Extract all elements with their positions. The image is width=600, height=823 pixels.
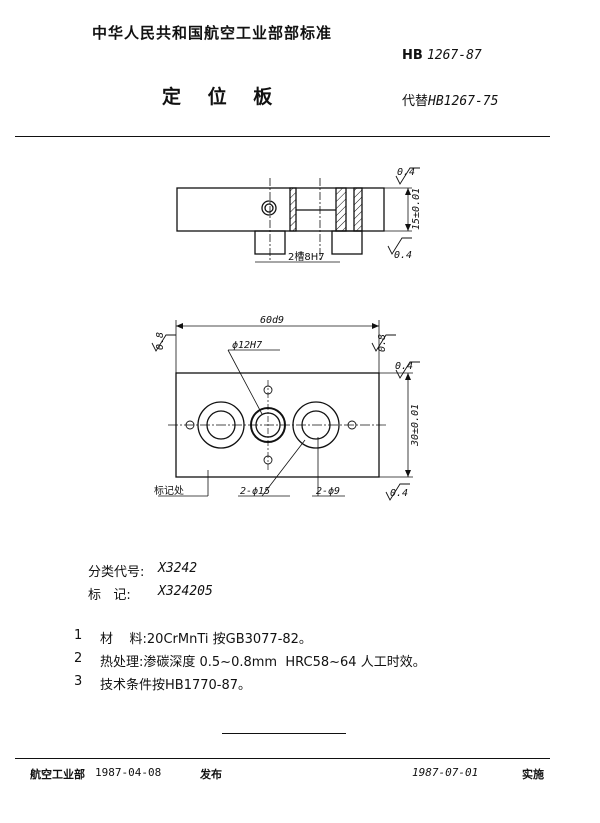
plan-view bbox=[151, 320, 420, 501]
note-1-number: 1 bbox=[74, 628, 83, 643]
plan-roughness-left: 0.8 bbox=[155, 332, 166, 350]
replaces-prefix: 代替 bbox=[402, 94, 429, 109]
footer-rule bbox=[15, 758, 550, 759]
small-hole-label: 2-ϕ9 bbox=[316, 486, 340, 497]
section-roughness-top: 0.4 bbox=[397, 167, 415, 178]
mark-value: X324205 bbox=[158, 584, 213, 599]
footer-effective-date: 1987-07-01 bbox=[412, 766, 479, 779]
note-2-text: 热处理:渗碳深度 0.5~0.8mm HRC58~64 人工时效。 bbox=[100, 655, 426, 670]
section-hatch-left bbox=[289, 187, 297, 232]
note-2-number: 2 bbox=[74, 651, 83, 666]
plan-roughness-bottom: 0.4 bbox=[390, 488, 408, 499]
locating-hole-label: ϕ12H7 bbox=[232, 340, 262, 351]
footer-publisher: 航空工业部 bbox=[30, 768, 85, 781]
section-right-foot bbox=[331, 230, 363, 255]
standard-number-value: 1267-87 bbox=[426, 48, 482, 63]
right-counterbore-outer bbox=[292, 401, 340, 449]
marking-location-label: 标记处 bbox=[154, 485, 184, 497]
end-rule bbox=[222, 733, 346, 734]
plan-height-dimension: 30±0.01 bbox=[410, 404, 421, 447]
section-height-dimension: 15±0.01 bbox=[411, 188, 422, 230]
document-title: 定 位 板 bbox=[162, 86, 283, 108]
mark-label: 标 记: bbox=[88, 588, 131, 603]
section-hatch-mid bbox=[335, 187, 347, 232]
left-counterbore-outer bbox=[197, 401, 245, 449]
counterbore-label: 2-ϕ15 bbox=[240, 486, 270, 497]
note-1-text: 材 料:20CrMnTi 按GB3077-82。 bbox=[100, 632, 312, 647]
plan-width-dimension: 60d9 bbox=[260, 315, 284, 326]
section-body-outline bbox=[176, 187, 385, 232]
footer-effective-label: 实施 bbox=[522, 768, 544, 781]
section-hatch-right bbox=[353, 187, 363, 232]
slot-dimension-label: 2槽8H7 bbox=[288, 250, 325, 263]
note-3-number: 3 bbox=[74, 674, 83, 689]
replaces-standard: 代替HB1267-75 bbox=[402, 90, 498, 109]
standard-prefix: HB bbox=[402, 48, 423, 63]
right-counterbore-inner bbox=[301, 410, 331, 440]
standard-number: HB 1267-87 bbox=[402, 48, 482, 63]
section-view bbox=[176, 167, 420, 263]
header-rule bbox=[15, 136, 550, 137]
classification-code-value: X3242 bbox=[158, 561, 198, 576]
section-pin-hole bbox=[261, 200, 277, 216]
plan-roughness-side: 0.4 bbox=[395, 361, 413, 372]
issuing-organization: 中华人民共和国航空工业部部标准 bbox=[92, 24, 333, 42]
footer-issue-date: 1987-04-08 bbox=[95, 766, 162, 779]
section-roughness-bottom: 0.4 bbox=[394, 250, 412, 261]
section-pin-hole-inner bbox=[264, 203, 274, 213]
note-3-text: 技术条件按HB1770-87。 bbox=[100, 678, 252, 693]
left-counterbore-inner bbox=[206, 410, 236, 440]
classification-code-label: 分类代号: bbox=[88, 565, 145, 580]
footer-issue-label: 发布 bbox=[200, 768, 222, 781]
replaces-number: HB1267-75 bbox=[428, 94, 499, 109]
plan-roughness-right: 0.8 bbox=[377, 334, 388, 352]
